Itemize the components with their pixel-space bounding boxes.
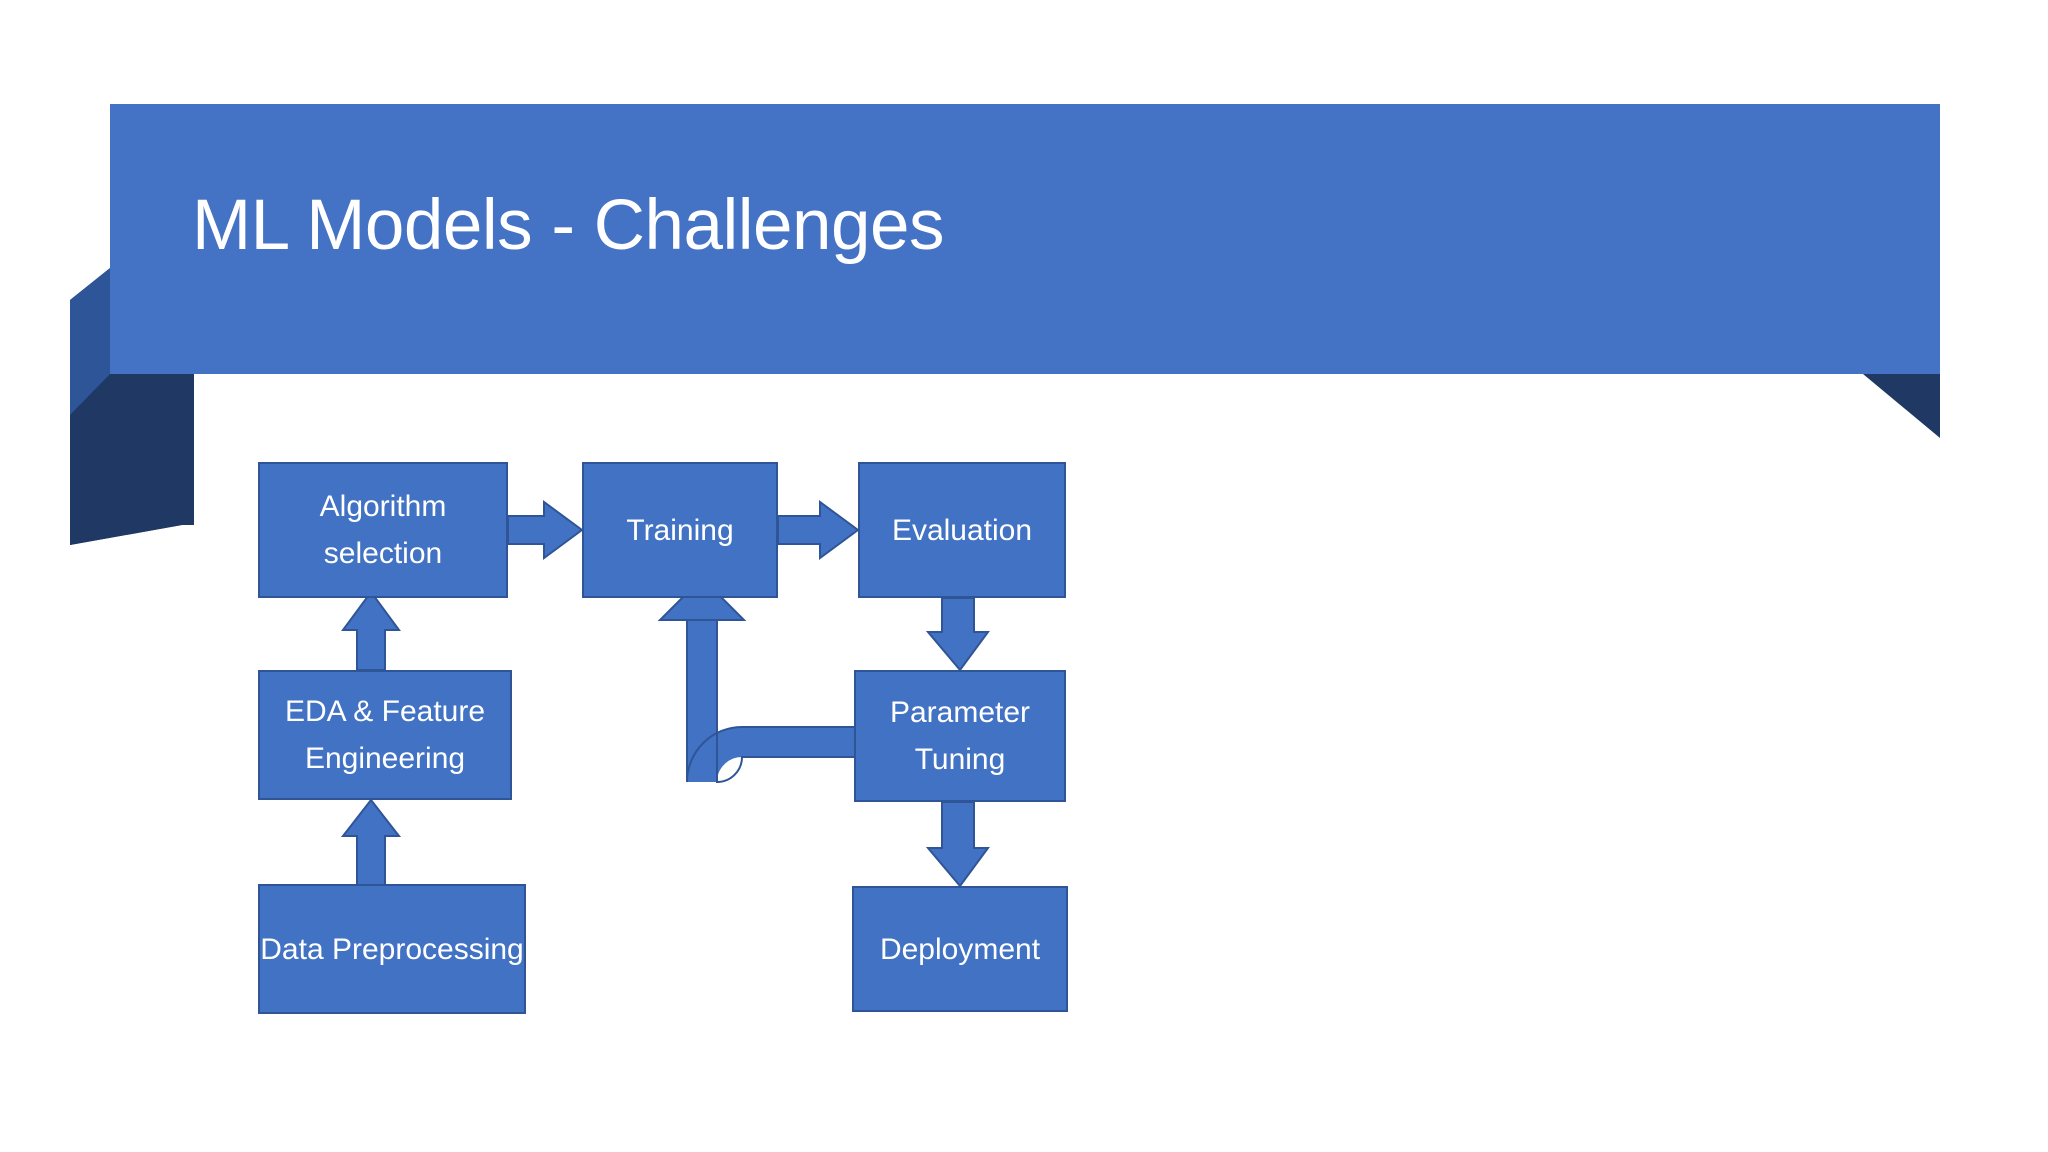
arrow-feedback-head xyxy=(657,576,747,621)
node-deployment[interactable]: Deployment xyxy=(852,886,1068,1012)
node-label-training: Training xyxy=(626,513,734,547)
arrow-feedback-shaft-outline2 xyxy=(716,614,854,784)
arrow-tuning-to-deployment xyxy=(925,801,990,888)
page-title: ML Models - Challenges xyxy=(192,186,944,265)
arrow-feedback-shaft xyxy=(687,614,854,783)
arrow-training-to-evaluation xyxy=(777,500,860,560)
arrow-data-to-eda xyxy=(340,798,402,887)
node-parameter-tuning[interactable]: Parameter Tuning xyxy=(854,670,1066,802)
node-evaluation[interactable]: Evaluation xyxy=(858,462,1066,598)
node-label-eda-feature-engineering: EDA & Feature Engineering xyxy=(284,695,486,775)
node-data-preprocessing[interactable]: Data Preprocessing xyxy=(258,884,526,1014)
node-label-data-preprocessing: Data Preprocessing xyxy=(260,932,524,966)
node-training[interactable]: Training xyxy=(582,462,778,598)
arrow-feedback-shaft-outline xyxy=(686,614,854,783)
arrow-eda-to-algorithm xyxy=(341,590,401,671)
node-label-parameter-tuning: Parameter Tuning xyxy=(889,696,1031,776)
arrow-evaluation-to-tuning xyxy=(925,597,990,672)
node-eda-feature-engineering[interactable]: EDA & Feature Engineering xyxy=(258,670,512,800)
node-label-algorithm-selection: Algorithm selection xyxy=(319,490,447,570)
node-algorithm-selection[interactable]: Algorithm selection xyxy=(258,462,508,598)
node-label-deployment: Deployment xyxy=(879,932,1041,966)
arrow-algorithm-to-training xyxy=(507,500,584,560)
node-label-evaluation: Evaluation xyxy=(891,513,1033,547)
